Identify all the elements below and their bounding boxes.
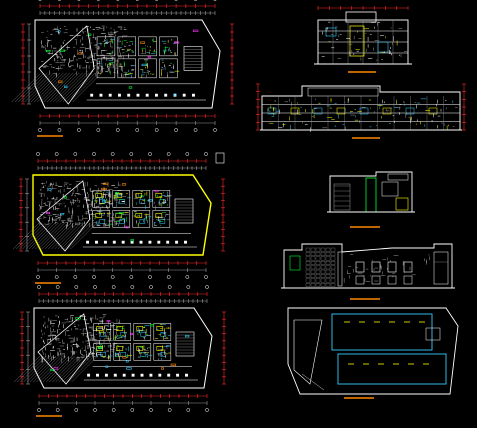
side-elevation: [327, 171, 415, 228]
view-marker: [215, 152, 225, 164]
roof-plan: [287, 307, 459, 399]
ground-floor-plan: [11, 0, 234, 137]
small-section: [314, 6, 412, 73]
front-elevation: [281, 243, 455, 300]
first-floor-plan: [12, 152, 225, 284]
long-section: [256, 83, 466, 139]
second-floor-plan: [13, 285, 226, 417]
